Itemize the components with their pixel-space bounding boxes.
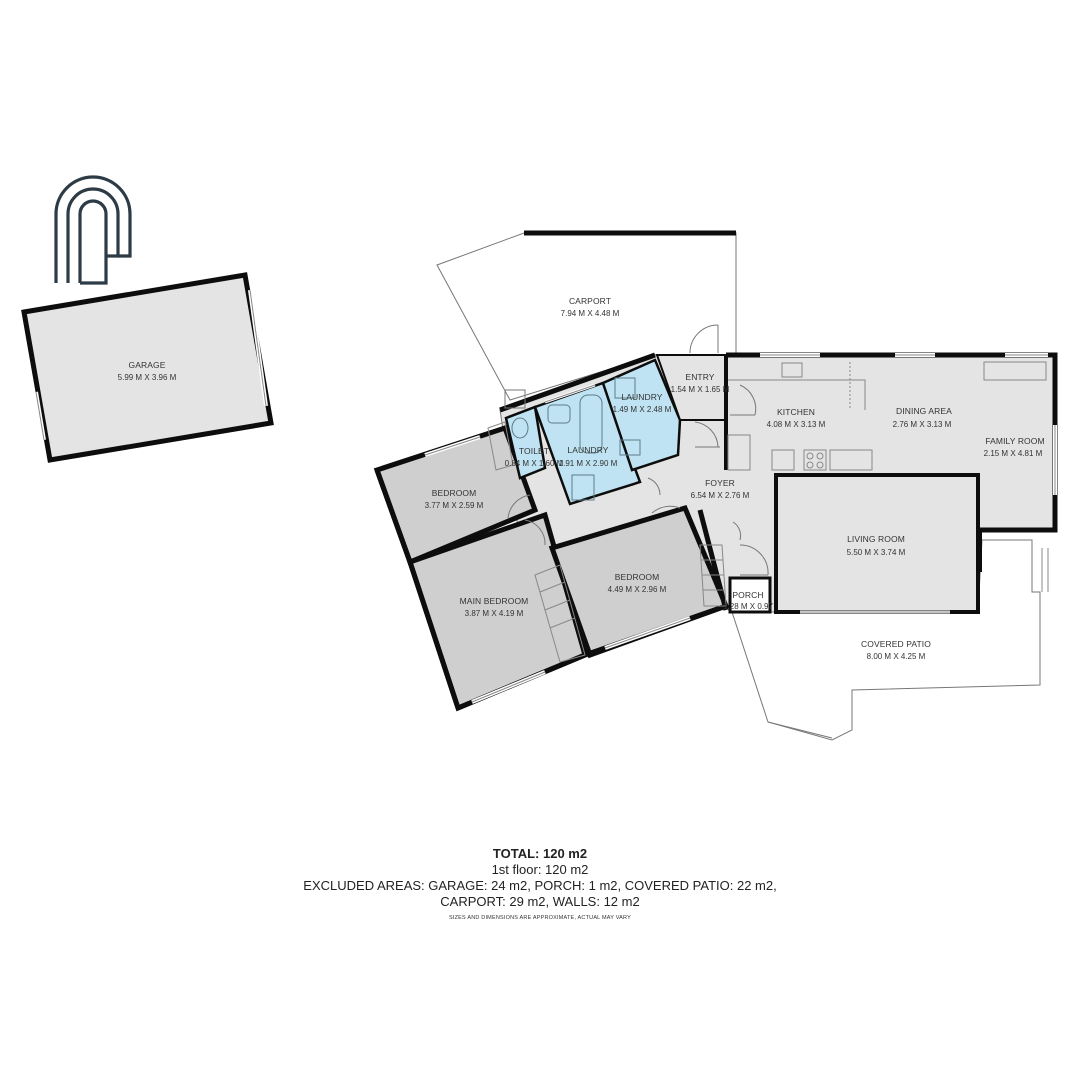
room-labels: GARAGE 5.99 M X 3.96 M CARPORT 7.94 M X …	[118, 296, 1045, 661]
kitchen-label: KITCHEN 4.08 M X 3.13 M	[767, 407, 826, 429]
svg-text:COVERED PATIO: COVERED PATIO	[861, 639, 931, 649]
svg-text:8.00 M X 4.25 M: 8.00 M X 4.25 M	[867, 652, 926, 661]
svg-text:PORCH: PORCH	[732, 590, 763, 600]
svg-text:FAMILY ROOM: FAMILY ROOM	[985, 436, 1044, 446]
svg-text:LIVING ROOM: LIVING ROOM	[847, 534, 905, 544]
svg-text:DINING AREA: DINING AREA	[896, 406, 952, 416]
svg-text:5.50 M X 3.74 M: 5.50 M X 3.74 M	[847, 548, 906, 557]
svg-text:1.91 M X 2.90 M: 1.91 M X 2.90 M	[559, 459, 618, 468]
laundry1-label: LAUNDRY 1.49 M X 2.48 M	[613, 392, 672, 414]
toilet-label: TOILET 0.84 M X 1.60 M	[505, 446, 564, 468]
svg-text:1.28 M X 0.97: 1.28 M X 0.97	[723, 602, 773, 611]
svg-text:FOYER: FOYER	[705, 478, 735, 488]
svg-text:4.08 M X 3.13 M: 4.08 M X 3.13 M	[767, 420, 826, 429]
svg-text:KITCHEN: KITCHEN	[777, 407, 815, 417]
excluded-areas-line1: EXCLUDED AREAS: GARAGE: 24 m2, PORCH: 1 …	[303, 878, 777, 893]
svg-text:1.54 M X 1.65 M: 1.54 M X 1.65 M	[671, 385, 730, 394]
toilet-room	[504, 405, 547, 480]
living-label: LIVING ROOM 5.50 M X 3.74 M	[847, 534, 906, 557]
svg-text:5.99 M X 3.96 M: 5.99 M X 3.96 M	[118, 373, 177, 382]
family-label: FAMILY ROOM 2.15 M X 4.81 M	[984, 436, 1045, 458]
svg-text:4.49 M X 2.96 M: 4.49 M X 2.96 M	[608, 585, 667, 594]
svg-text:CARPORT: CARPORT	[569, 296, 611, 306]
living-room-room	[774, 473, 980, 614]
svg-text:3.77 M X 2.59 M: 3.77 M X 2.59 M	[425, 501, 484, 510]
excluded-areas-line2: CARPORT: 29 m2, WALLS: 12 m2	[440, 894, 640, 909]
carport-label: CARPORT 7.94 M X 4.48 M	[561, 296, 620, 318]
svg-text:0.84 M X 1.60 M: 0.84 M X 1.60 M	[505, 459, 564, 468]
svg-text:3.87 M X 4.19 M: 3.87 M X 4.19 M	[465, 609, 524, 618]
garage-room	[21, 272, 274, 463]
patio-label: COVERED PATIO 8.00 M X 4.25 M	[861, 639, 931, 661]
svg-text:GARAGE: GARAGE	[129, 360, 166, 370]
svg-text:2.76 M X 3.13 M: 2.76 M X 3.13 M	[893, 420, 952, 429]
svg-text:2.15 M X 4.81 M: 2.15 M X 4.81 M	[984, 449, 1043, 458]
dining-label: DINING AREA 2.76 M X 3.13 M	[893, 406, 952, 429]
svg-text:MAIN BEDROOM: MAIN BEDROOM	[460, 596, 529, 606]
kitchen-benches	[727, 361, 1047, 471]
svg-text:LAUNDRY: LAUNDRY	[567, 445, 608, 455]
svg-text:LAUNDRY: LAUNDRY	[621, 392, 662, 402]
porch-label: PORCH 1.28 M X 0.97	[723, 590, 773, 611]
bedroom2-label: BEDROOM 4.49 M X 2.96 M	[608, 572, 667, 594]
entry-label: ENTRY 1.54 M X 1.65 M	[671, 372, 730, 394]
svg-text:ENTRY: ENTRY	[685, 372, 714, 382]
disclaimer: SIZES AND DIMENSIONS ARE APPROXIMATE, AC…	[449, 915, 631, 921]
foyer-label: FOYER 6.54 M X 2.76 M	[691, 478, 750, 500]
main-bedroom-label: MAIN BEDROOM 3.87 M X 4.19 M	[460, 596, 529, 618]
svg-text:BEDROOM: BEDROOM	[615, 572, 660, 582]
svg-text:BEDROOM: BEDROOM	[432, 488, 477, 498]
bedroom1-label: BEDROOM 3.77 M X 2.59 M	[425, 488, 484, 510]
garage-label: GARAGE 5.99 M X 3.96 M	[118, 360, 177, 382]
porch-room	[728, 576, 772, 614]
svg-text:1.49 M X 2.48 M: 1.49 M X 2.48 M	[613, 405, 672, 414]
floor-area: 1st floor: 120 m2	[491, 862, 589, 877]
svg-text:TOILET: TOILET	[519, 446, 549, 456]
laundry2-label: LAUNDRY 1.91 M X 2.90 M	[559, 445, 618, 468]
wet-area-fixtures	[504, 377, 641, 501]
arch-logo-icon	[54, 175, 132, 285]
total-area: TOTAL: 120 m2	[492, 846, 588, 861]
windows	[424, 353, 1057, 704]
door-swings	[507, 324, 769, 576]
area-summary: TOTAL: 120 m2 1st floor: 120 m2 EXCLUDED…	[0, 845, 1080, 921]
bedroom-wardrobes	[487, 421, 727, 663]
svg-text:6.54 M X 2.76 M: 6.54 M X 2.76 M	[691, 491, 750, 500]
svg-text:7.94 M X 4.48 M: 7.94 M X 4.48 M	[561, 309, 620, 318]
carport-area	[436, 230, 737, 401]
